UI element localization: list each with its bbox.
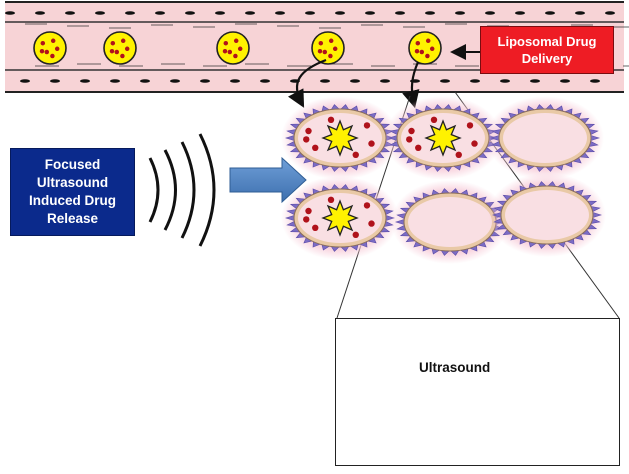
drug-molecule-icon <box>332 46 338 52</box>
drug-molecule-icon <box>44 49 50 55</box>
drug-molecule-icon <box>54 46 60 52</box>
drug-molecule-icon <box>419 49 425 55</box>
drug-molecule-icon <box>471 140 478 147</box>
drug-molecule-icon <box>352 231 359 238</box>
drug-molecule-icon <box>109 48 115 54</box>
ultrasound-label: Ultrasound <box>419 360 491 375</box>
tumor-cell-icon <box>391 180 509 264</box>
drug-molecule-icon <box>233 53 238 59</box>
drug-molecule-icon <box>466 122 474 129</box>
tumor-cell-icon <box>281 96 399 180</box>
liposome-group <box>33 31 442 65</box>
drug-molecule-icon <box>352 151 359 158</box>
drug-molecule-icon <box>363 122 371 129</box>
extravasation-arrow <box>287 58 327 108</box>
drug-molecule-icon <box>312 224 319 231</box>
liposome-icon <box>216 31 250 65</box>
drug-molecule-icon <box>368 140 375 147</box>
drug-molecule-icon <box>40 40 46 46</box>
tumor-cell-group <box>281 96 606 264</box>
tumor-cell-icon <box>281 176 399 260</box>
drug-molecule-icon <box>414 48 420 54</box>
tumor-cell-icon <box>488 173 606 257</box>
drug-molecule-icon <box>363 202 371 209</box>
drug-molecule-icon <box>408 127 415 135</box>
liposome-icon <box>311 31 345 65</box>
drug-molecule-icon <box>415 40 421 46</box>
drug-molecule-icon <box>317 48 323 54</box>
drug-molecule-icon <box>227 49 233 55</box>
drug-molecule-icon <box>114 49 120 55</box>
drug-molecule-icon <box>120 38 126 44</box>
extravasation-arrow <box>402 61 420 109</box>
drug-molecule-icon <box>327 116 335 124</box>
drug-molecule-icon <box>455 151 462 158</box>
drug-molecule-icon <box>425 38 431 44</box>
tumor-cell-icon <box>486 96 604 180</box>
liposome-icon <box>103 31 137 65</box>
drug-molecule-icon <box>318 40 324 46</box>
drug-molecule-icon <box>312 144 319 151</box>
drug-star-icon <box>424 119 462 157</box>
drug-molecule-icon <box>303 216 310 223</box>
tumor-cell-icon <box>384 96 502 180</box>
liposome-icon <box>33 31 67 65</box>
arrow-icon <box>229 156 307 204</box>
drug-molecule-icon <box>50 53 55 59</box>
drug-molecule-icon <box>233 38 239 44</box>
drug-molecule-icon <box>328 38 334 44</box>
sound-wave-icon <box>148 133 216 247</box>
focused-ultrasound-label: Focused Ultrasound Induced Drug Release <box>10 148 135 236</box>
drug-molecule-icon <box>429 46 435 52</box>
drug-molecule-icon <box>120 53 125 59</box>
drug-molecule-icon <box>328 53 333 59</box>
drug-molecule-icon <box>305 207 312 215</box>
drug-molecule-icon <box>415 144 422 151</box>
liposomal-drug-delivery-label: Liposomal Drug Delivery <box>480 26 614 74</box>
drug-molecule-icon <box>425 53 430 59</box>
drug-molecule-icon <box>406 136 413 143</box>
drug-molecule-icon <box>222 48 228 54</box>
drug-star-icon <box>321 119 359 157</box>
drug-molecule-icon <box>124 46 130 52</box>
drug-molecule-icon <box>50 38 56 44</box>
drug-molecule-icon <box>223 40 229 46</box>
drug-star-icon <box>321 199 359 237</box>
drug-molecule-icon <box>305 127 312 135</box>
drug-molecule-icon <box>322 49 328 55</box>
ultrasound-inset-panel <box>335 318 620 466</box>
drug-molecule-icon <box>237 46 243 52</box>
liposome-icon <box>408 31 442 65</box>
drug-molecule-icon <box>430 116 438 124</box>
drug-molecule-icon <box>327 196 335 203</box>
drug-molecule-icon <box>368 220 375 227</box>
drug-molecule-icon <box>39 48 45 54</box>
drug-molecule-icon <box>303 136 310 143</box>
drug-molecule-icon <box>110 40 116 46</box>
